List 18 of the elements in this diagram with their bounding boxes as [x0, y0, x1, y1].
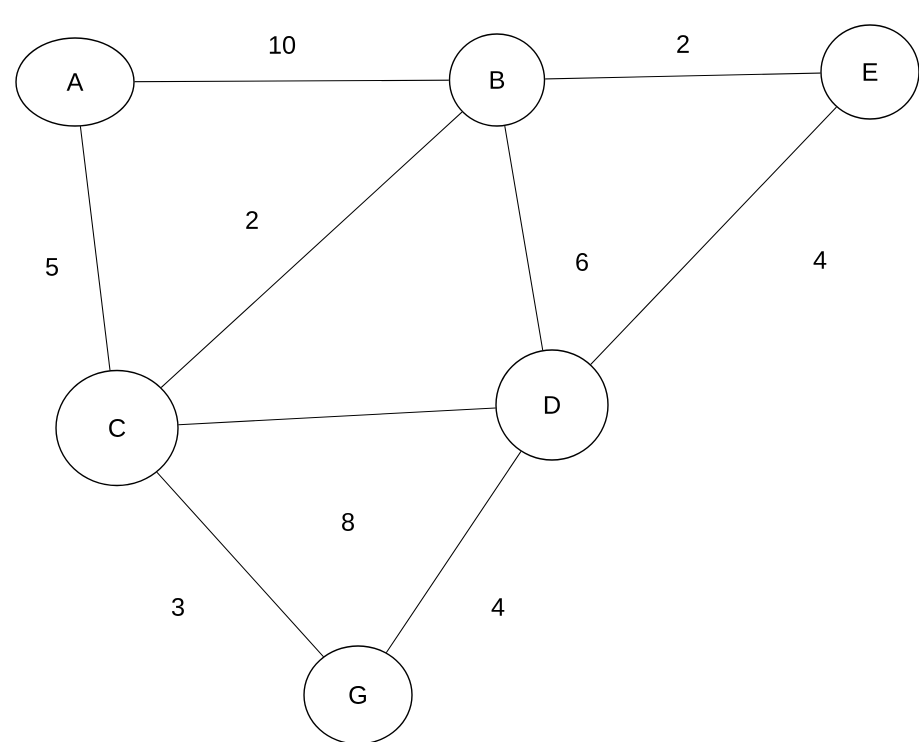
edge-label: 3	[169, 596, 187, 618]
edge-line	[178, 407, 496, 426]
edge-line	[160, 112, 462, 388]
edge-label: 5	[43, 256, 61, 278]
edge-line	[134, 80, 449, 82]
edge-line	[156, 472, 324, 657]
edge-label: 2	[243, 209, 261, 231]
edge-label: 8	[339, 511, 357, 533]
edge-line	[504, 126, 544, 350]
edge-line	[590, 106, 837, 365]
edge-label: 4	[489, 596, 507, 618]
edge-label: 4	[811, 250, 829, 270]
edge-label: 2	[674, 33, 692, 55]
edge-line	[386, 451, 522, 653]
edge-label: 6	[573, 251, 591, 273]
edge-label: 10	[266, 34, 298, 56]
edge-line	[545, 72, 820, 80]
edge-line	[80, 126, 110, 370]
